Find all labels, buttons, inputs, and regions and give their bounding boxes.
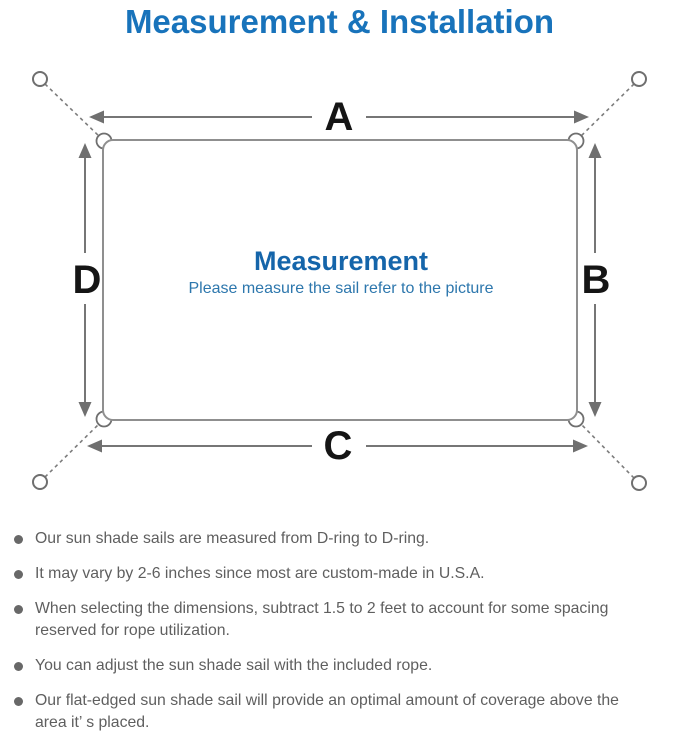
rope-dashed-line-top-right [578, 83, 635, 139]
rope-dashed-line-bottom-right [578, 421, 635, 479]
dimension-label-a: A [325, 95, 354, 139]
dimension-b: B [582, 143, 611, 417]
note-text: Our flat-edged sun shade sail will provi… [35, 692, 619, 731]
page-title: Measurement & Installation [124, 3, 555, 40]
bullet-icon [14, 662, 23, 671]
dimension-label-c: C [324, 424, 353, 468]
note-text: It may vary by 2-6 inches since most are… [35, 565, 485, 582]
dimension-a: A [89, 95, 589, 139]
diagram-center-subtitle: Please measure the sail refer to the pic… [188, 280, 493, 297]
rope-dashed-line-bottom-left [44, 421, 102, 478]
notes-list: Our sun shade sails are measured from D-… [14, 528, 663, 747]
dimension-label-d: D [73, 258, 102, 302]
note-text: Our sun shade sails are measured from D-… [35, 530, 430, 547]
arrow-up-icon [588, 143, 602, 158]
arrow-left-icon [89, 110, 104, 124]
measurement-diagram: A C D B Measurement Please measure the s… [32, 71, 647, 491]
bullet-icon [14, 605, 23, 614]
dimension-d: D [73, 143, 102, 417]
list-item: It may vary by 2-6 inches since most are… [14, 563, 663, 585]
arrow-right-icon [573, 439, 588, 453]
list-item: Our sun shade sails are measured from D-… [14, 528, 663, 550]
rope-dashed-line-top-left [44, 83, 102, 139]
diagram-center-heading: Measurement [254, 246, 428, 276]
arrow-right-icon [574, 110, 589, 124]
dimension-label-b: B [582, 258, 611, 302]
list-item: When selecting the dimensions, subtract … [14, 598, 663, 642]
anchor-point-icon-bottom-right [631, 475, 647, 491]
anchor-point-icon-bottom-left [32, 474, 48, 490]
note-text: When selecting the dimensions, subtract … [35, 600, 609, 639]
arrow-left-icon [87, 439, 102, 453]
anchor-point-icon-top-right [631, 71, 647, 87]
arrow-up-icon [78, 143, 92, 158]
bullet-icon [14, 697, 23, 706]
arrow-down-icon [78, 402, 92, 417]
anchor-point-icon-top-left [32, 71, 48, 87]
bullet-icon [14, 535, 23, 544]
list-item: You can adjust the sun shade sail with t… [14, 655, 663, 677]
note-text: You can adjust the sun shade sail with t… [35, 657, 433, 674]
arrow-down-icon [588, 402, 602, 417]
list-item: Our flat-edged sun shade sail will provi… [14, 690, 663, 734]
dimension-c: C [87, 424, 588, 468]
sail-outline [102, 139, 578, 421]
bullet-icon [14, 570, 23, 579]
